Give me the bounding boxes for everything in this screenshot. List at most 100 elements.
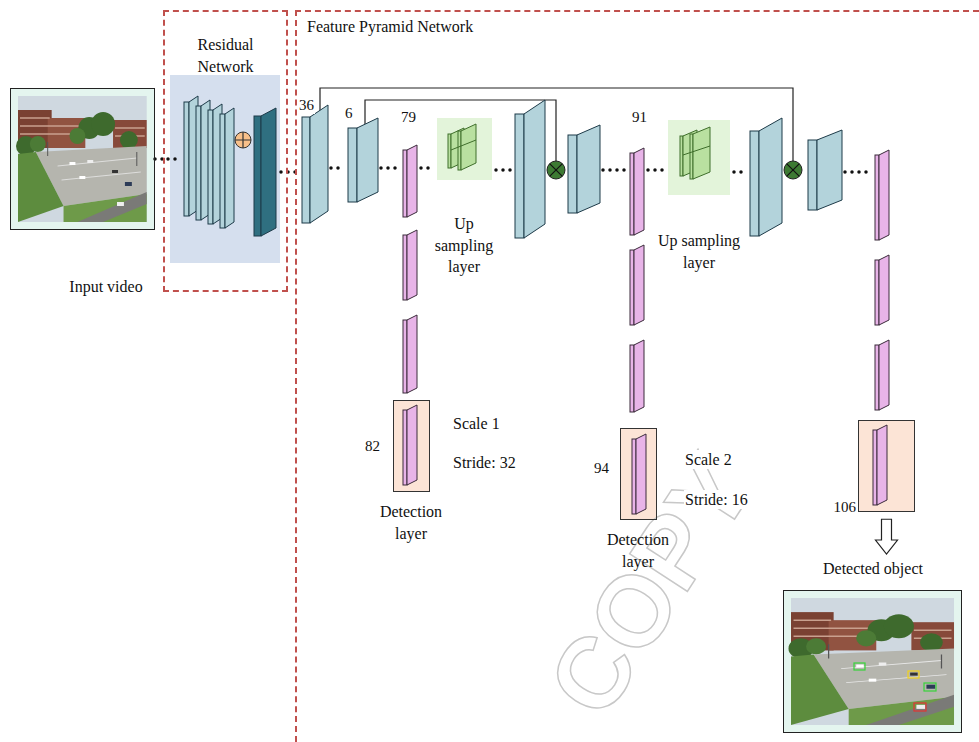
upsampling-slab [461, 124, 476, 170]
scale-note: Scale 1 [452, 414, 501, 433]
layer-index: 79 [400, 108, 417, 126]
stride-note: Stride: 32 [452, 453, 517, 472]
conv-slab [879, 340, 889, 410]
conv-slab [403, 235, 407, 300]
conv-slab [632, 439, 636, 514]
detection-box: 106 [858, 420, 915, 512]
detection-mark [854, 663, 865, 670]
upsampling-slab [693, 127, 710, 179]
frame-ground [783, 590, 962, 733]
conv-slab [403, 410, 407, 485]
layer-index: 36 [298, 96, 315, 114]
layer-slab [524, 100, 545, 238]
layer-slab [817, 130, 842, 210]
layer-slab [577, 125, 600, 213]
layer-slab [208, 110, 213, 224]
concat-symbol [550, 164, 563, 177]
upsampling-block: Up sampling layer [437, 118, 492, 180]
conv-slab [630, 250, 634, 325]
layer-index: 106 [827, 497, 856, 517]
layer-slab [348, 128, 357, 202]
detection-caption: Detection layer [598, 529, 678, 572]
layer-index: 6 [344, 104, 354, 122]
conv-slab [407, 405, 417, 485]
dots [734, 170, 748, 174]
dots [281, 170, 300, 174]
detected-object-frame: Detected object [783, 590, 962, 733]
layer-slab [196, 106, 201, 220]
layer-index: 94 [593, 459, 610, 477]
frame-caption: Detected object [803, 558, 943, 580]
layer-index: 82 [364, 437, 381, 455]
conv-slab [875, 345, 879, 410]
frame-ground [10, 88, 155, 230]
input-video-frame: Input video [10, 88, 155, 230]
layer-slab [261, 108, 276, 236]
conv-slab [407, 145, 417, 217]
conv-slab [879, 255, 889, 325]
upsampling-caption: Up sampling layer [649, 230, 749, 273]
layer-slab [220, 114, 225, 228]
layer-slab [254, 116, 261, 236]
concat-symbol [547, 161, 565, 179]
conv-slab [879, 150, 889, 240]
conv-slab [634, 340, 644, 412]
layer-slab [310, 105, 328, 223]
conv-slab [630, 345, 634, 412]
upsampling-panel [437, 118, 492, 180]
conv-slab [407, 315, 417, 393]
region-title: Residual Network [175, 34, 276, 77]
dots [421, 166, 435, 170]
detection-mark [908, 671, 919, 678]
layer-slab [225, 108, 234, 228]
dots [381, 166, 399, 170]
detection-ground [858, 420, 915, 512]
upsampling-mark [451, 140, 710, 155]
detected-object-picture [788, 598, 954, 725]
conv-slab [877, 425, 887, 505]
layer-slab [357, 118, 378, 202]
upsampling-panel [668, 120, 730, 195]
residual-panel [170, 75, 280, 263]
dotted-connector [155, 157, 163, 161]
stride-note: Stride: 16 [684, 490, 749, 509]
detection-mark [914, 703, 926, 711]
conv-slab [875, 155, 879, 240]
frame-caption: Input video [51, 276, 161, 298]
layer-slab [568, 135, 577, 213]
dots [496, 168, 512, 172]
conv-slab [634, 245, 644, 325]
region-title: Feature Pyramid Network [307, 16, 607, 38]
layer-slab [302, 117, 310, 223]
conv-slab [403, 320, 407, 393]
upsampling-block: Up sampling layer [668, 120, 730, 195]
conv-slab [630, 153, 634, 235]
scale-note: Scale 2 [684, 450, 733, 469]
layer-slab [759, 118, 782, 236]
conv-slab [873, 430, 877, 505]
layer-slab [515, 114, 524, 238]
layer-slab [184, 102, 189, 216]
dots [603, 168, 626, 172]
conv-slab [875, 260, 879, 325]
concat-symbol [784, 161, 802, 179]
sum-symbol [235, 132, 251, 148]
block-arrow [876, 519, 898, 554]
dots [648, 168, 665, 172]
input-video-picture [16, 96, 147, 222]
conv-slab [403, 150, 407, 217]
sum-symbol [235, 132, 251, 148]
detection-mark [924, 683, 936, 691]
concat-symbol [787, 164, 800, 177]
residual-network-region: Residual Network [163, 10, 288, 292]
conv-slab [634, 148, 644, 235]
dots [845, 170, 870, 174]
dots [331, 166, 345, 170]
detection-box: Detection layer [620, 428, 657, 520]
layer-index: 91 [631, 108, 648, 126]
conv-slab [407, 230, 417, 300]
detection-ground [393, 400, 430, 492]
